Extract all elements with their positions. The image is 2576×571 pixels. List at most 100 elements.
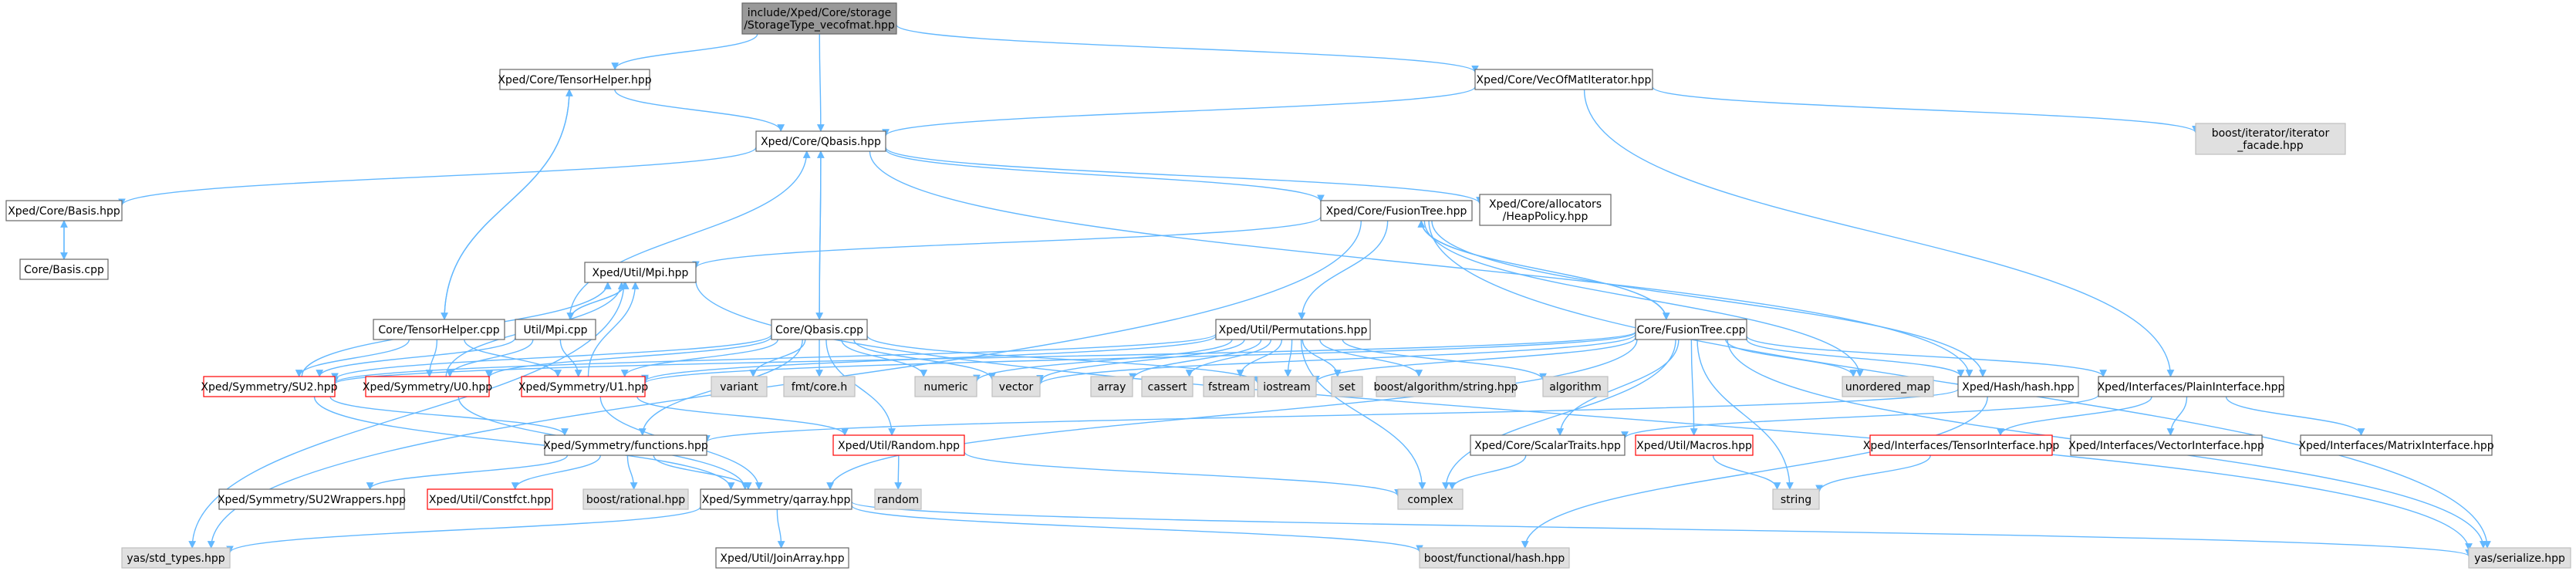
edge-qbasis_hpp-to-heappolicy — [885, 147, 1484, 204]
edge-fusiontree_cpp-to-iostream — [1312, 336, 1636, 383]
node-xped-symmetry-u1-hpp[interactable]: Xped/Symmetry/U1.hpp — [518, 376, 648, 397]
node-xped-util-joinarray-hpp[interactable]: Xped/Util/JoinArray.hpp — [715, 547, 849, 569]
node-xped-core-allocators-heappolicy-hpp[interactable]: Xped/Core/allocators/HeapPolicy.hpp — [1479, 194, 1612, 226]
node-xped-interfaces-tensorinterface-hpp[interactable]: Xped/Interfaces/TensorInterface.hpp — [1863, 434, 2060, 456]
edge-functions-to-boost_rational — [626, 454, 638, 490]
node-xped-hash-hash-hpp[interactable]: Xped/Hash/hash.hpp — [1957, 376, 2079, 397]
node-box — [771, 319, 868, 340]
node-yas-serialize-hpp: yas/serialize.hpp — [2468, 547, 2571, 569]
node-box — [19, 258, 109, 280]
node-xped-core-qbasis-hpp[interactable]: Xped/Core/Qbasis.hpp — [755, 130, 886, 152]
edge-fusiontree_cpp-to-su2 — [331, 331, 1636, 385]
edge-vecofmatiter-to-qbasis_hpp — [882, 86, 1476, 137]
node-boost-rational-hpp: boost/rational.hpp — [582, 488, 689, 510]
node-xped-util-constfct-hpp[interactable]: Xped/Util/Constfct.hpp — [427, 488, 553, 510]
node-core-tensorhelper-cpp[interactable]: Core/TensorHelper.cpp — [373, 319, 505, 340]
node-box — [1957, 376, 2079, 397]
node-xped-core-vecofmatiterator-hpp[interactable]: Xped/Core/VecOfMatIterator.hpp — [1474, 69, 1653, 90]
node-box — [2070, 434, 2263, 456]
node-label: boost/algorithm/string.hpp — [1373, 381, 1518, 394]
edge-u1-to-mpi_hpp — [587, 282, 640, 377]
node-variant: variant — [711, 376, 768, 397]
node-xped-util-permutations-hpp[interactable]: Xped/Util/Permutations.hpp — [1215, 319, 1371, 340]
edge-vecofmatiter-to-plaininterface — [1583, 89, 2175, 377]
node-vector: vector — [991, 376, 1041, 397]
edge-su2-to-functions — [329, 396, 569, 436]
node-core-basis-cpp[interactable]: Core/Basis.cpp — [19, 258, 109, 280]
node-label: Xped/Core/FusionTree.hpp — [1326, 205, 1467, 218]
node-label: array — [1098, 381, 1126, 394]
node-label: Core/TensorHelper.cpp — [378, 324, 499, 336]
nodes-layer: include/Xped/Core/storage/StorageType_ve… — [5, 2, 2571, 569]
edge-fusiontree_cpp-to-u1 — [641, 332, 1636, 384]
node-complex: complex — [1397, 488, 1464, 510]
node-box — [1090, 376, 1133, 397]
node-xped-util-macros-hpp[interactable]: Xped/Util/Macros.hpp — [1635, 434, 1754, 456]
node-xped-interfaces-plaininterface-hpp[interactable]: Xped/Interfaces/PlainInterface.hpp — [2098, 376, 2285, 397]
node-xped-core-fusiontree-hpp[interactable]: Xped/Core/FusionTree.hpp — [1320, 200, 1473, 221]
node-label: Xped/Util/Random.hpp — [838, 440, 960, 452]
node-xped-core-basis-hpp[interactable]: Xped/Core/Basis.hpp — [5, 200, 123, 221]
node-xped-symmetry-su2-hpp[interactable]: Xped/Symmetry/SU2.hpp — [201, 376, 338, 397]
node-include-xped-core-storage-storagetype-vecofmat-hpp[interactable]: include/Xped/Core/storage/StorageType_ve… — [741, 2, 897, 35]
node-xped-util-mpi-hpp[interactable]: Xped/Util/Mpi.hpp — [584, 262, 697, 283]
node-xped-interfaces-matrixinterface-hpp[interactable]: Xped/Interfaces/MatrixInterface.hpp — [2298, 434, 2494, 456]
node-xped-core-tensorhelper-hpp[interactable]: Xped/Core/TensorHelper.hpp — [498, 69, 652, 90]
node-numeric: numeric — [914, 376, 977, 397]
node-label: fstream — [1208, 381, 1250, 394]
edge-fusiontree_hpp-to-mpi_hpp — [692, 216, 1322, 269]
node-label: Xped/Interfaces/PlainInterface.hpp — [2098, 381, 2285, 394]
node-label: Xped/Core/Basis.hpp — [8, 205, 120, 218]
edge-scalartraits-to-complex — [1448, 454, 1527, 490]
node-label: Xped/Symmetry/qarray.hpp — [702, 494, 851, 506]
node-xped-core-scalartraits-hpp[interactable]: Xped/Core/ScalarTraits.hpp — [1470, 434, 1626, 456]
edge-mpi_cpp-to-u1 — [559, 339, 582, 377]
node-box — [1215, 319, 1371, 340]
node-fmt-core-h: fmt/core.h — [783, 376, 856, 397]
node-xped-symmetry-u0-hpp[interactable]: Xped/Symmetry/U0.hpp — [363, 376, 492, 397]
node-cassert: cassert — [1141, 376, 1193, 397]
edge-su2-to-qarray — [313, 396, 735, 490]
node-xped-symmetry-su2wrappers-hpp[interactable]: Xped/Symmetry/SU2Wrappers.hpp — [218, 488, 406, 510]
node-label: Xped/Symmetry/SU2.hpp — [201, 381, 337, 394]
node-boost-functional-hash-hpp: boost/functional/hash.hpp — [1419, 547, 1570, 569]
node-util-mpi-cpp[interactable]: Util/Mpi.cpp — [515, 319, 596, 340]
node-box — [2098, 376, 2284, 397]
edge-permutations-to-array — [1129, 339, 1262, 381]
edge-permutations-to-iostream — [1284, 339, 1293, 377]
edge-mpi_hpp-to-yas_std — [188, 282, 625, 549]
node-boost-iterator-iterator-facade-hpp: boost/iterator/iterator_facade.hpp — [2195, 123, 2346, 155]
edge-qarray-to-yas_std — [226, 505, 701, 554]
node-boost-algorithm-string-hpp: boost/algorithm/string.hpp — [1373, 376, 1518, 397]
edge-fusiontree_cpp-to-macros — [1690, 339, 1698, 436]
edge-macros-to-string — [1712, 454, 1781, 490]
node-label: Xped/Hash/hash.hpp — [1962, 381, 2075, 394]
edge-tensorinterface-to-string — [1815, 454, 1931, 493]
node-box — [544, 434, 707, 456]
node-xped-symmetry-qarray-hpp[interactable]: Xped/Symmetry/qarray.hpp — [700, 488, 852, 510]
edge-qbasis_cpp-to-su2 — [331, 333, 772, 381]
node-label: random — [877, 494, 919, 506]
edge-qbasis_cpp-to-qbasis_hpp — [816, 150, 825, 320]
node-xped-symmetry-functions-hpp[interactable]: Xped/Symmetry/functions.hpp — [543, 434, 708, 456]
node-label: Xped/Util/Macros.hpp — [1636, 440, 1752, 452]
edge-permutations-to-vector — [1036, 339, 1245, 383]
node-xped-interfaces-vectorinterface-hpp[interactable]: Xped/Interfaces/VectorInterface.hpp — [2068, 434, 2264, 456]
edge-permutations-to-algorithm — [1342, 339, 1547, 381]
edge-qarray-to-boost_hash — [851, 505, 1423, 553]
node-core-fusiontree-cpp[interactable]: Core/FusionTree.cpp — [1635, 319, 1747, 340]
edge-tensorhelper_cpp-to-u0 — [425, 339, 438, 377]
node-box — [755, 130, 886, 152]
node-box — [1772, 488, 1820, 510]
node-label: Xped/Symmetry/U1.hpp — [518, 381, 648, 394]
node-core-qbasis-cpp[interactable]: Core/Qbasis.cpp — [771, 319, 868, 340]
node-label: Core/Qbasis.cpp — [775, 324, 863, 336]
edge-fusiontree_hpp-to-hash_hpp — [1431, 220, 1987, 377]
node-box — [5, 200, 123, 221]
edge-fusiontree_cpp-to-complex — [1442, 339, 1676, 490]
edge-permutations-to-cassert — [1185, 339, 1272, 377]
node-iostream: iostream — [1257, 376, 1317, 397]
node-xped-util-random-hpp[interactable]: Xped/Util/Random.hpp — [832, 434, 965, 456]
edge-permutations-to-set — [1302, 339, 1342, 377]
edge-plaininterface-to-vectorinterface — [2166, 396, 2188, 436]
